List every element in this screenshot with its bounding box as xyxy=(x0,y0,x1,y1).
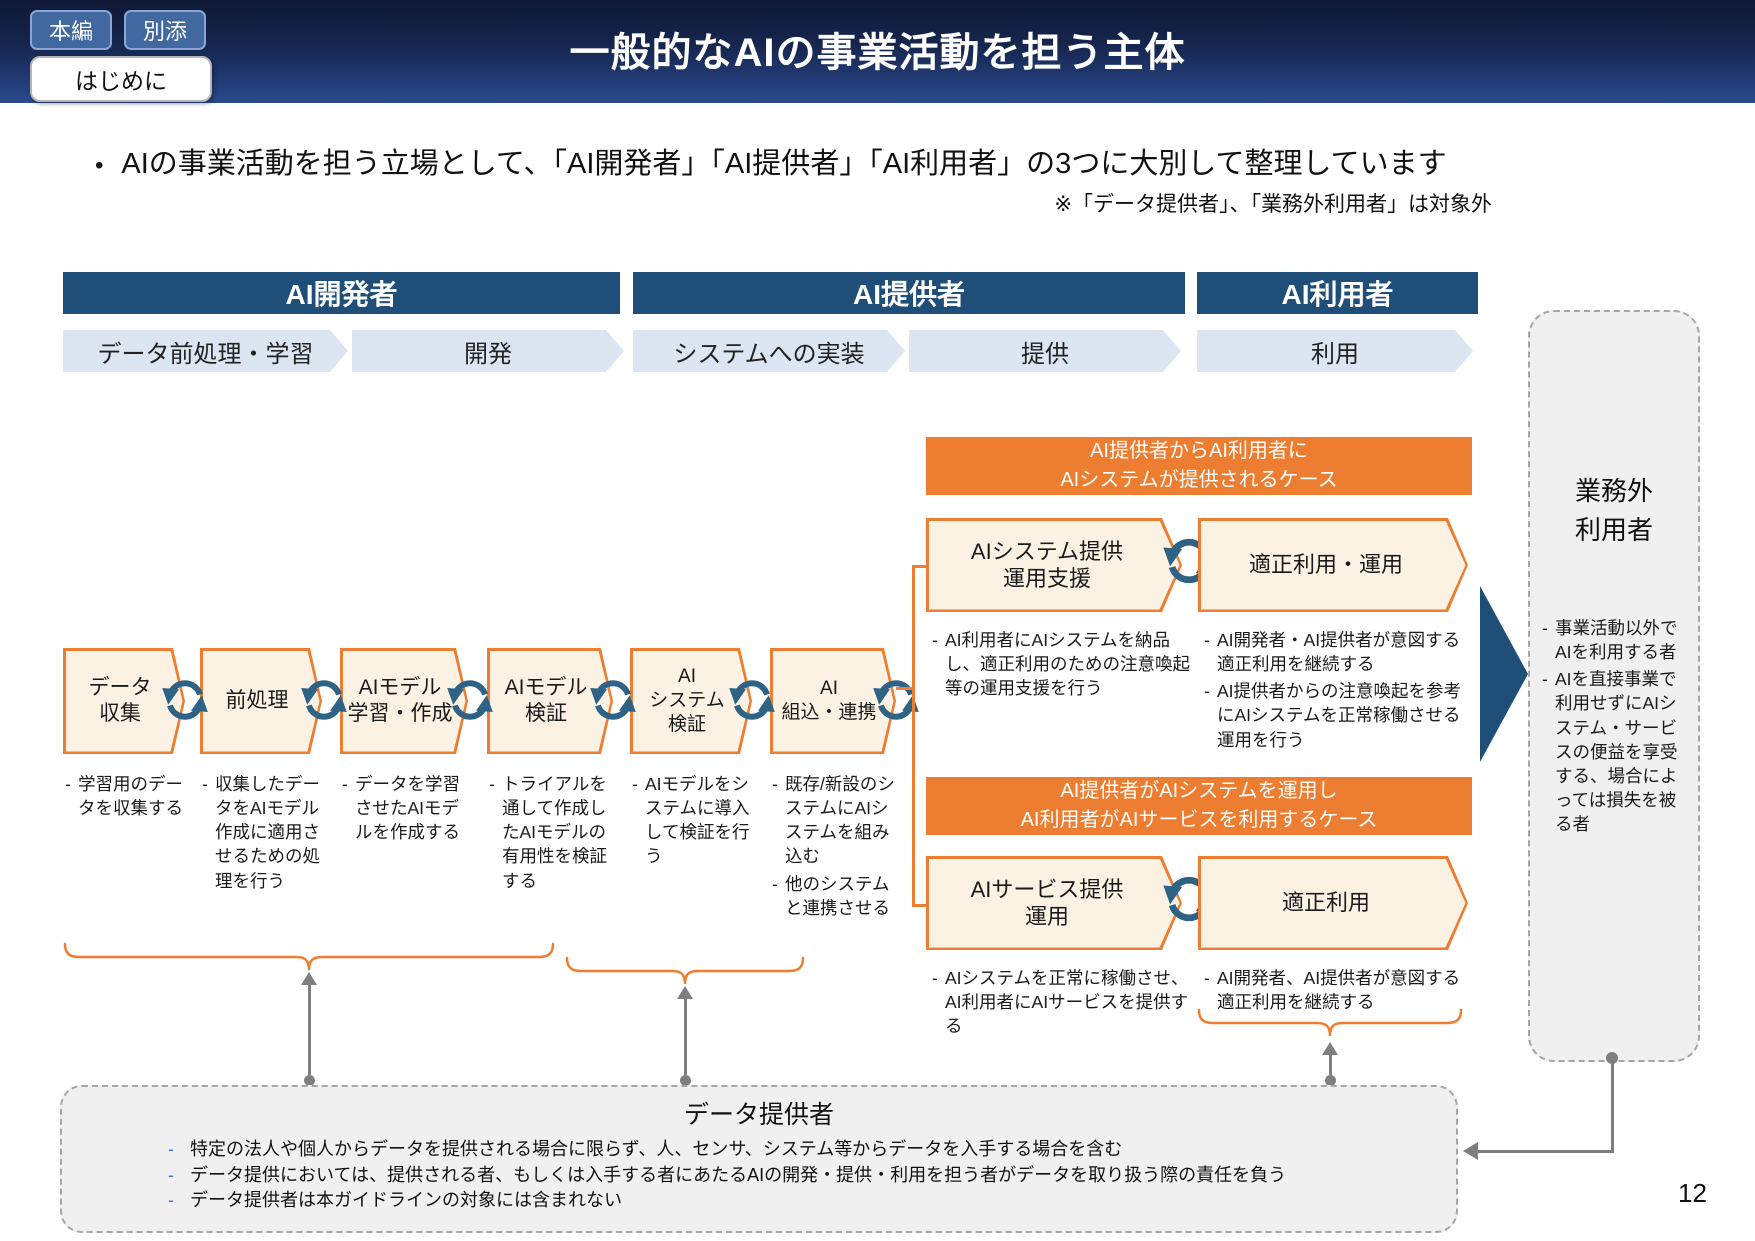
page-number: 12 xyxy=(1678,1178,1707,1208)
step-box-data-collection: データ 収集 xyxy=(63,648,185,754)
connector-line-horizontal xyxy=(1478,1150,1614,1153)
case2-user-box: 適正利用 xyxy=(1198,856,1468,950)
step-box-model-validation: AIモデル 検証 xyxy=(487,648,613,754)
left-arrowhead-icon xyxy=(1463,1142,1478,1160)
cycle-arrows-icon xyxy=(301,680,347,720)
cycle-arrows-icon xyxy=(590,680,636,720)
case1-provider-desc: AI利用者にAIシステムを納品し、適正利用のための注意喚起等の運用支援を行う xyxy=(930,628,1190,703)
cycle-arrows-icon xyxy=(729,680,775,720)
step-label: AI システム 検証 xyxy=(649,666,725,735)
step-label: データ 収集 xyxy=(88,675,152,725)
case2-provider-desc: AIシステムを正常に稼働させ、AI利用者にAIサービスを提供する xyxy=(930,966,1200,1041)
intro-bullet: AIの事業活動を担う立場として、「AI開発者」「AI提供者」「AI利用者」の3つ… xyxy=(95,140,1446,182)
branch-line-stub-middle xyxy=(896,687,914,690)
case1-banner: AI提供者からAI利用者に AIシステムが提供されるケース xyxy=(926,437,1472,495)
step-desc-system-validation: AIモデルをシステムに導入して検証を行う xyxy=(630,772,760,872)
up-arrow-connector xyxy=(677,986,693,1086)
cycle-arrows-icon xyxy=(873,680,919,720)
step-label: AI 組込・連携 xyxy=(781,678,877,723)
case2-user-desc: AI開発者、AI提供者が意図する適正利用を継続する xyxy=(1202,966,1470,1017)
brace-proper-use-group xyxy=(1197,1008,1463,1037)
phase-implement: システムへの実装 xyxy=(633,330,905,372)
step-desc-data-collection: 学習用のデータを収集する xyxy=(63,772,191,823)
connector-line-vertical xyxy=(1611,1060,1614,1152)
section-label: はじめに xyxy=(30,56,212,102)
up-arrow-connector xyxy=(1322,1042,1338,1086)
step-box-preprocessing: 前処理 xyxy=(200,648,322,754)
tab-betten[interactable]: 別添 xyxy=(124,10,206,50)
case1-provider-label: AIシステム提供 運用支援 xyxy=(970,538,1124,592)
step-label: 前処理 xyxy=(225,688,289,712)
phase-develop: 開発 xyxy=(352,330,624,372)
branch-line-stub-top xyxy=(912,565,928,568)
step-desc-integration: 既存/新設のシステムにAIシステムを組み込む 他のシステムと連携させる xyxy=(770,772,902,923)
cycle-arrows-icon xyxy=(162,680,208,720)
case2-banner: AI提供者がAIシステムを運用し AI利用者がAIサービスを利用するケース xyxy=(926,777,1472,835)
outside-user-panel: 業務外 利用者 事業活動以外でAIを利用する者 AIを直接事業で利用せずにAIシ… xyxy=(1528,310,1700,1062)
case2-provider-box: AIサービス提供 運用 xyxy=(926,856,1182,950)
scope-note: ※「データ提供者」、「業務外利用者」は対象外 xyxy=(1054,193,1492,216)
phase-provide: 提供 xyxy=(909,330,1181,372)
role-bar-user: AI利用者 xyxy=(1197,272,1478,314)
header-band xyxy=(0,0,1755,103)
case1-user-box: 適正利用・運用 xyxy=(1198,518,1468,612)
case2-user-label: 適正利用 xyxy=(1281,890,1370,916)
case1-user-label: 適正利用・運用 xyxy=(1248,552,1403,578)
step-label: AIモデル 検証 xyxy=(504,675,588,725)
step-label: AIモデル 学習・作成 xyxy=(347,675,453,725)
up-arrow-connector xyxy=(301,972,317,1086)
case1-user-desc: AI開発者・AI提供者が意図する適正利用を継続する AI提供者からの注意喚起を参… xyxy=(1202,628,1470,755)
step-box-model-training: AIモデル 学習・作成 xyxy=(340,648,468,754)
step-box-system-validation: AI システム 検証 xyxy=(630,648,752,754)
page-title: 一般的なAIの事業活動を担う主体 xyxy=(569,31,1186,75)
tab-honpen[interactable]: 本編 xyxy=(30,10,112,50)
branch-line-stub-bottom xyxy=(912,904,928,907)
outside-user-desc: 事業活動以外でAIを利用する者 AIを直接事業で利用せずにAIシステム・サービス… xyxy=(1540,616,1690,836)
role-bar-provider: AI提供者 xyxy=(633,272,1185,314)
case2-provider-label: AIサービス提供 運用 xyxy=(970,876,1124,930)
step-box-integration: AI 組込・連携 xyxy=(770,648,896,754)
data-provider-title: データ提供者 xyxy=(683,1101,834,1129)
data-provider-panel: データ提供者 特定の法人や個人からデータを提供される場合に限らず、人、センサ、シ… xyxy=(60,1085,1458,1233)
step-desc-model-training: データを学習させたAIモデルを作成する xyxy=(340,772,470,847)
brace-developer-group xyxy=(63,942,555,971)
cycle-arrows-icon xyxy=(447,680,493,720)
role-bar-developer: AI開発者 xyxy=(63,272,620,314)
right-arrow-to-outside-user xyxy=(1480,586,1528,762)
connector-dot xyxy=(1606,1052,1618,1064)
phase-preprocess: データ前処理・学習 xyxy=(63,330,348,372)
data-provider-items: 特定の法人や個人からデータを提供される場合に限らず、人、センサ、システム等からデ… xyxy=(162,1137,1456,1214)
brace-provider-group xyxy=(565,956,805,985)
step-desc-model-validation: トライアルを通して作成したAIモデルの有用性を検証する xyxy=(487,772,617,896)
step-desc-preprocessing: 収集したデータをAIモデル作成に適用させるための処理を行う xyxy=(200,772,330,896)
branch-line-vertical xyxy=(912,565,915,907)
phase-use: 利用 xyxy=(1197,330,1473,372)
outside-user-title: 業務外 利用者 xyxy=(1574,476,1653,545)
case1-provider-box: AIシステム提供 運用支援 xyxy=(926,518,1182,612)
